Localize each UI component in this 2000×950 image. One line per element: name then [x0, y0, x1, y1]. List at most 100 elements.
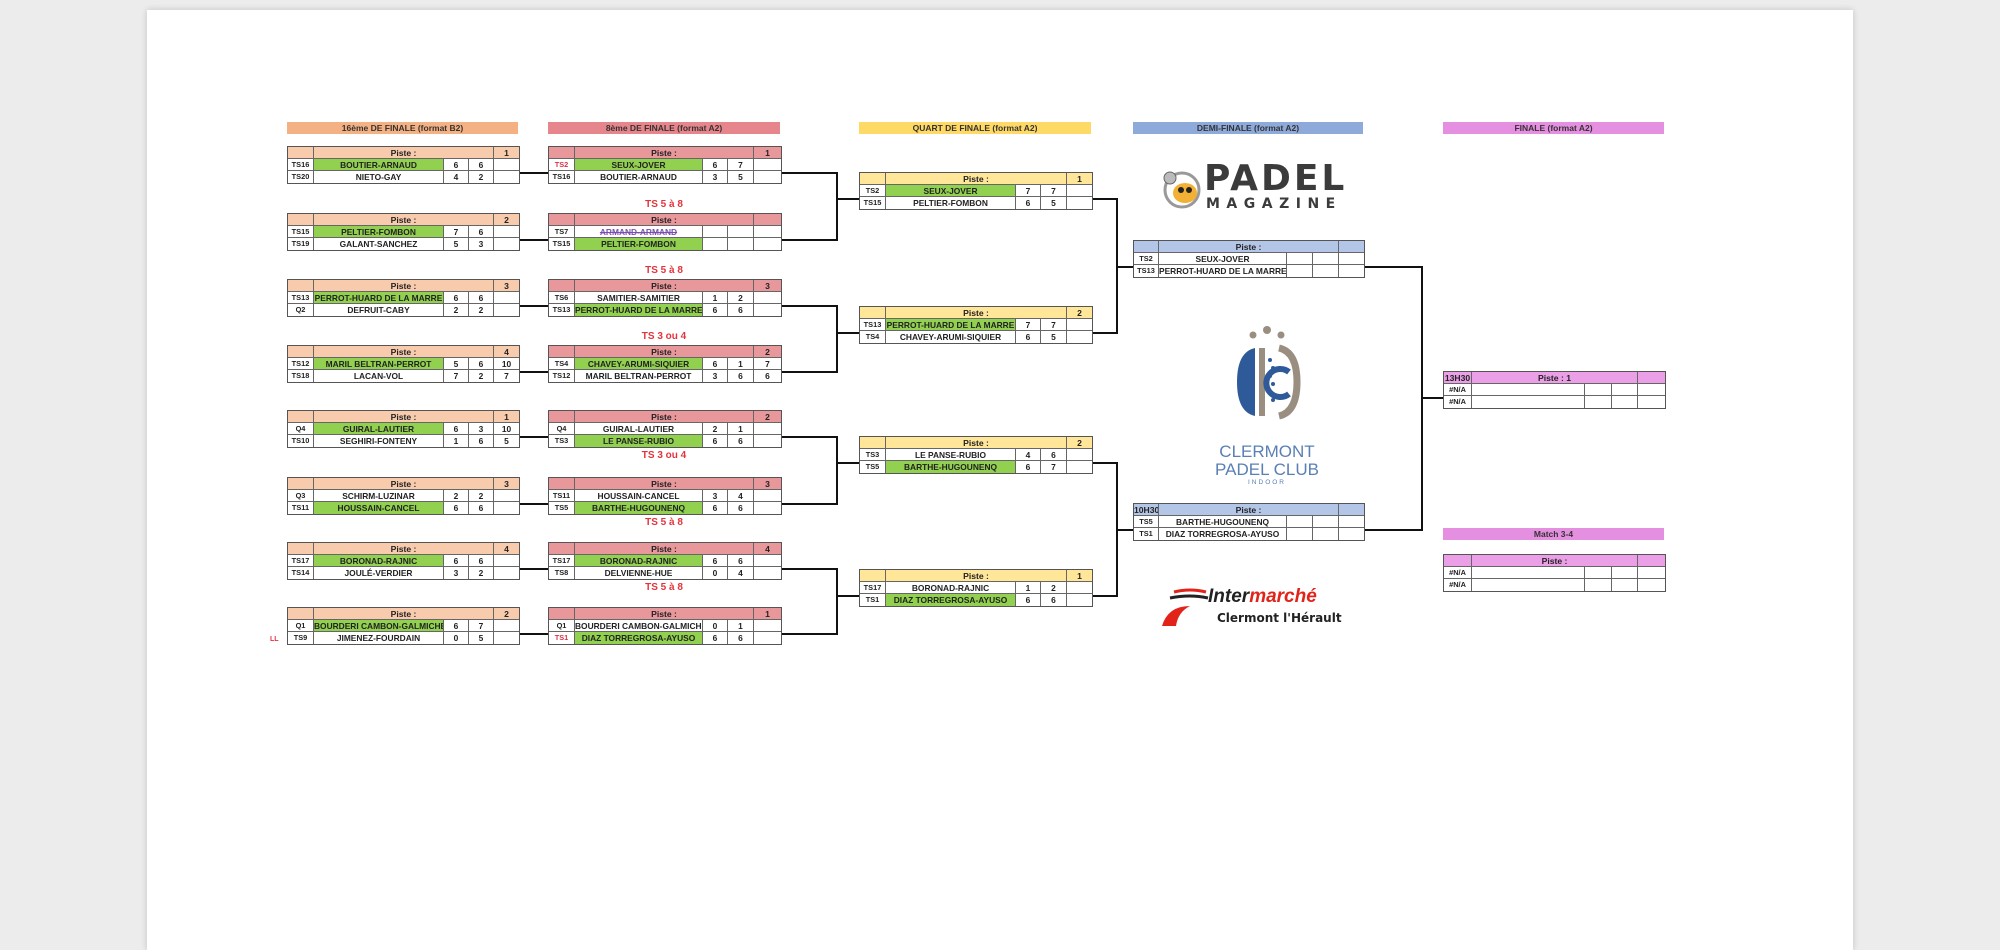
team-name[interactable]: PERROT-HUARD DE LA MARRE — [886, 319, 1016, 331]
set-score — [1612, 579, 1638, 591]
team-name[interactable]: DIAZ TORREGROSA-AYUSO — [886, 594, 1016, 606]
set-score — [494, 567, 519, 579]
set-score: 5 — [469, 632, 494, 644]
team-name[interactable]: SEUX-JOVER — [886, 185, 1016, 197]
team-name[interactable]: JOULÉ-VERDIER — [314, 567, 444, 579]
team-name[interactable]: MARIL BELTRAN-PERROT — [314, 358, 444, 370]
team-name[interactable]: PERROT-HUARD DE LA MARRE — [1159, 265, 1287, 277]
set-score: 10 — [494, 358, 519, 370]
piste-number: 3 — [494, 478, 519, 490]
team-name[interactable]: PELTIER-FOMBON — [886, 197, 1016, 209]
set-score: 7 — [754, 358, 781, 370]
team-seed: #N/A — [1444, 579, 1472, 591]
team-name[interactable] — [1472, 384, 1585, 396]
round-header: FINALE (format A2) — [1443, 122, 1664, 134]
set-score: 6 — [703, 304, 728, 316]
set-score — [1339, 516, 1364, 528]
set-score — [1067, 331, 1092, 343]
team-name[interactable]: HOUSSAIN-CANCEL — [575, 490, 703, 502]
set-score: 1 — [703, 292, 728, 304]
team-seed: Q1 — [288, 620, 314, 632]
team-name[interactable]: SAMITIER-SAMITIER — [575, 292, 703, 304]
team-name[interactable]: CHAVEY-ARUMI-SIQUIER — [886, 331, 1016, 343]
team-name[interactable]: JIMENEZ-FOURDAIN — [314, 632, 444, 644]
piste-number: 2 — [754, 411, 781, 423]
piste-number: 3 — [754, 478, 781, 490]
set-score: 6 — [469, 555, 494, 567]
team-name[interactable]: MARIL BELTRAN-PERROT — [575, 370, 703, 382]
team-name[interactable]: DEFRUIT-CABY — [314, 304, 444, 316]
set-score: 5 — [444, 238, 469, 250]
team-seed: Q1 — [549, 620, 575, 632]
piste-number — [754, 214, 781, 226]
team-seed: TS5 — [549, 502, 575, 514]
team-name[interactable]: LACAN-VOL — [314, 370, 444, 382]
team-name[interactable]: DIAZ TORREGROSA-AYUSO — [575, 632, 703, 644]
set-score: 6 — [703, 435, 728, 447]
set-score: 6 — [469, 159, 494, 171]
set-score — [1287, 528, 1313, 540]
set-score: 6 — [703, 358, 728, 370]
team-name[interactable]: SEGHIRI-FONTENY — [314, 435, 444, 447]
set-score: 0 — [703, 567, 728, 579]
set-score — [754, 304, 781, 316]
team-name[interactable]: BOURDERI CAMBON-GALMICHE — [314, 620, 444, 632]
team-name[interactable]: GALANT-SANCHEZ — [314, 238, 444, 250]
match-card: Piste :#N/A#N/A — [1443, 554, 1666, 592]
team-name[interactable]: ARMAND-ARMAND — [575, 226, 703, 238]
team-name[interactable] — [1472, 567, 1585, 579]
team-name[interactable]: BOUTIER-ARNAUD — [575, 171, 703, 183]
team-name[interactable]: PERROT-HUARD DE LA MARRE — [314, 292, 444, 304]
piste-number: 1 — [494, 147, 519, 159]
team-name[interactable]: GUIRAL-LAUTIER — [575, 423, 703, 435]
team-name[interactable]: BOURDERI CAMBON-GALMICHE — [575, 620, 703, 632]
team-name[interactable]: BARTHE-HUGOUNENQ — [886, 461, 1016, 473]
team-name[interactable] — [1472, 396, 1585, 408]
piste-number — [1638, 372, 1665, 384]
seeding-label: TS 5 à 8 — [645, 199, 683, 210]
team-name[interactable]: LE PANSE-RUBIO — [886, 449, 1016, 461]
team-name[interactable]: DELVIENNE-HUE — [575, 567, 703, 579]
team-name[interactable]: BORONAD-RAJNIC — [314, 555, 444, 567]
team-name[interactable]: NIETO-GAY — [314, 171, 444, 183]
team-name[interactable]: PELTIER-FOMBON — [314, 226, 444, 238]
team-name[interactable]: BARTHE-HUGOUNENQ — [575, 502, 703, 514]
team-name[interactable]: SCHIRM-LUZINAR — [314, 490, 444, 502]
team-seed: TS20 — [288, 171, 314, 183]
team-name[interactable]: BORONAD-RAJNIC — [886, 582, 1016, 594]
piste-number: 4 — [494, 346, 519, 358]
piste-label: Piste : — [314, 280, 494, 292]
team-name[interactable]: DIAZ TORREGROSA-AYUSO — [1159, 528, 1287, 540]
set-score — [494, 226, 519, 238]
set-score: 6 — [1041, 449, 1067, 461]
bracket-line — [781, 172, 838, 241]
piste-number: 2 — [1067, 307, 1092, 319]
team-name[interactable]: PELTIER-FOMBON — [575, 238, 703, 250]
set-score — [1067, 319, 1092, 331]
piste-label: Piste : — [314, 346, 494, 358]
team-name[interactable]: BOUTIER-ARNAUD — [314, 159, 444, 171]
team-name[interactable]: HOUSSAIN-CANCEL — [314, 502, 444, 514]
team-name[interactable]: CHAVEY-ARUMI-SIQUIER — [575, 358, 703, 370]
piste-label: Piste : — [314, 147, 494, 159]
team-seed: TS17 — [860, 582, 886, 594]
set-score — [754, 292, 781, 304]
team-name[interactable]: LE PANSE-RUBIO — [575, 435, 703, 447]
team-name[interactable]: SEUX-JOVER — [575, 159, 703, 171]
set-score — [1339, 528, 1364, 540]
team-name[interactable]: SEUX-JOVER — [1159, 253, 1287, 265]
team-name[interactable]: PERROT-HUARD DE LA MARRE — [575, 304, 703, 316]
team-name[interactable]: BORONAD-RAJNIC — [575, 555, 703, 567]
team-name[interactable]: BARTHE-HUGOUNENQ — [1159, 516, 1287, 528]
set-score: 3 — [703, 171, 728, 183]
team-name[interactable]: GUIRAL-LAUTIER — [314, 423, 444, 435]
team-name[interactable] — [1472, 579, 1585, 591]
match-time — [549, 411, 575, 423]
